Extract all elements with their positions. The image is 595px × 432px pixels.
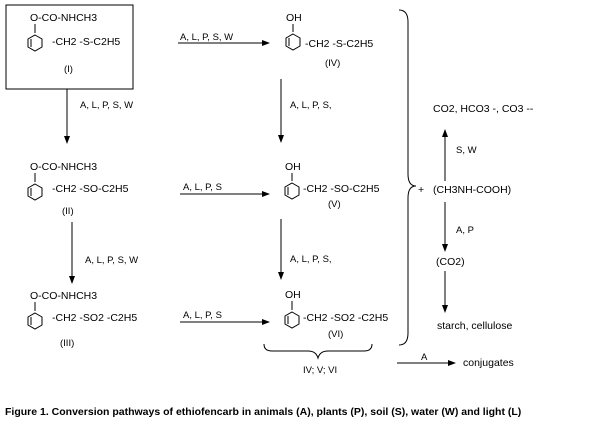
label-to-conjugates: A bbox=[421, 352, 428, 363]
arrow-to-co2-ions: S, W bbox=[442, 129, 477, 181]
arrow-iv-to-v: A, L, P, S, bbox=[278, 79, 332, 143]
compound-vi: OH -CH2 -SO2 -C2H5 (VI) bbox=[284, 289, 388, 340]
compound-vi-numeral: (VI) bbox=[328, 329, 343, 340]
compound-ii: O-CO-NHCH3 -CH2 -SO-C2H5 (II) bbox=[27, 161, 129, 217]
co2-paren: (CO2) bbox=[436, 256, 465, 268]
label-to-co2-ions: S, W bbox=[456, 145, 477, 156]
arrow-to-co2: A, P bbox=[442, 202, 474, 252]
arrow-ii-to-v: A, L, P, S bbox=[180, 182, 270, 197]
compound-v-chain: -CH2 -SO-C2H5 bbox=[303, 183, 380, 195]
plus-sign: + bbox=[418, 184, 424, 196]
arrow-i-to-ii: A, L, P, S, W bbox=[64, 89, 133, 144]
compound-v-numeral: (V) bbox=[328, 199, 341, 210]
compound-v-ring bbox=[284, 182, 300, 200]
label-iv-to-v: A, L, P, S, bbox=[290, 100, 332, 111]
compound-iv-chain: -CH2 -S-C2H5 bbox=[305, 38, 373, 50]
compound-vi-ring bbox=[284, 311, 300, 329]
label-ii-to-v: A, L, P, S bbox=[183, 182, 222, 193]
figure-caption: Figure 1. Conversion pathways of ethiofe… bbox=[5, 406, 521, 418]
compound-ii-ring bbox=[27, 183, 43, 201]
compound-ii-group: O-CO-NHCH3 bbox=[30, 161, 97, 173]
compound-iv-group: OH bbox=[286, 12, 302, 24]
label-v-to-vi: A, L, P, S, bbox=[290, 254, 332, 265]
conjugates: conjugates bbox=[463, 357, 514, 369]
parent-compound-box bbox=[5, 4, 134, 90]
compound-i-numeral: (I) bbox=[64, 64, 73, 75]
compound-iii: O-CO-NHCH3 -CH2 -SO2 -C2H5 (III) bbox=[27, 290, 137, 349]
compound-iii-group: O-CO-NHCH3 bbox=[30, 290, 97, 302]
compound-iv-ring bbox=[285, 33, 301, 51]
arrow-ii-to-iii: A, L, P, S, W bbox=[69, 222, 138, 284]
compound-iii-numeral: (III) bbox=[60, 338, 74, 349]
compound-v-group: OH bbox=[285, 161, 301, 173]
label-to-co2: A, P bbox=[456, 225, 474, 236]
bottom-curly-brace bbox=[263, 343, 373, 360]
co2-ions: CO2, HCO3 -, CO3 -- bbox=[433, 103, 534, 115]
compound-ii-numeral: (II) bbox=[62, 206, 74, 217]
compound-ii-chain: -CH2 -SO-C2H5 bbox=[52, 183, 129, 195]
compound-i: O-CO-NHCH3 -CH2 -S-C2H5 (I) bbox=[27, 12, 120, 75]
label-i-to-iv: A, L, P, S, W bbox=[180, 32, 233, 43]
carbamic-acid: (CH3NH-COOH) bbox=[433, 184, 511, 196]
compound-v: OH -CH2 -SO-C2H5 (V) bbox=[284, 161, 380, 210]
arrow-v-to-vi: A, L, P, S, bbox=[278, 219, 332, 280]
arrow-to-starch bbox=[442, 271, 448, 313]
label-i-to-ii: A, L, P, S, W bbox=[80, 100, 133, 111]
compound-vi-chain: -CH2 -SO2 -C2H5 bbox=[303, 312, 388, 324]
arrow-to-conjugates: A bbox=[397, 352, 456, 366]
compound-iv: OH -CH2 -S-C2H5 (IV) bbox=[285, 12, 373, 69]
compound-i-ring bbox=[27, 34, 43, 52]
right-curly-brace bbox=[398, 9, 417, 346]
compound-iv-numeral: (IV) bbox=[325, 58, 340, 69]
label-ii-to-iii: A, L, P, S, W bbox=[85, 255, 138, 266]
compound-iii-chain: -CH2 -SO2 -C2H5 bbox=[52, 312, 137, 324]
arrow-iii-to-vi: A, L, P, S bbox=[180, 310, 270, 325]
group-label: IV; V; VI bbox=[303, 365, 337, 376]
label-iii-to-vi: A, L, P, S bbox=[183, 310, 222, 321]
starch-cellulose: starch, cellulose bbox=[437, 320, 512, 332]
compound-iii-ring bbox=[27, 312, 43, 330]
compound-i-group: O-CO-NHCH3 bbox=[30, 12, 97, 24]
compound-i-chain: -CH2 -S-C2H5 bbox=[52, 36, 120, 48]
compound-vi-group: OH bbox=[285, 289, 301, 301]
arrow-i-to-iv: A, L, P, S, W bbox=[178, 32, 270, 46]
